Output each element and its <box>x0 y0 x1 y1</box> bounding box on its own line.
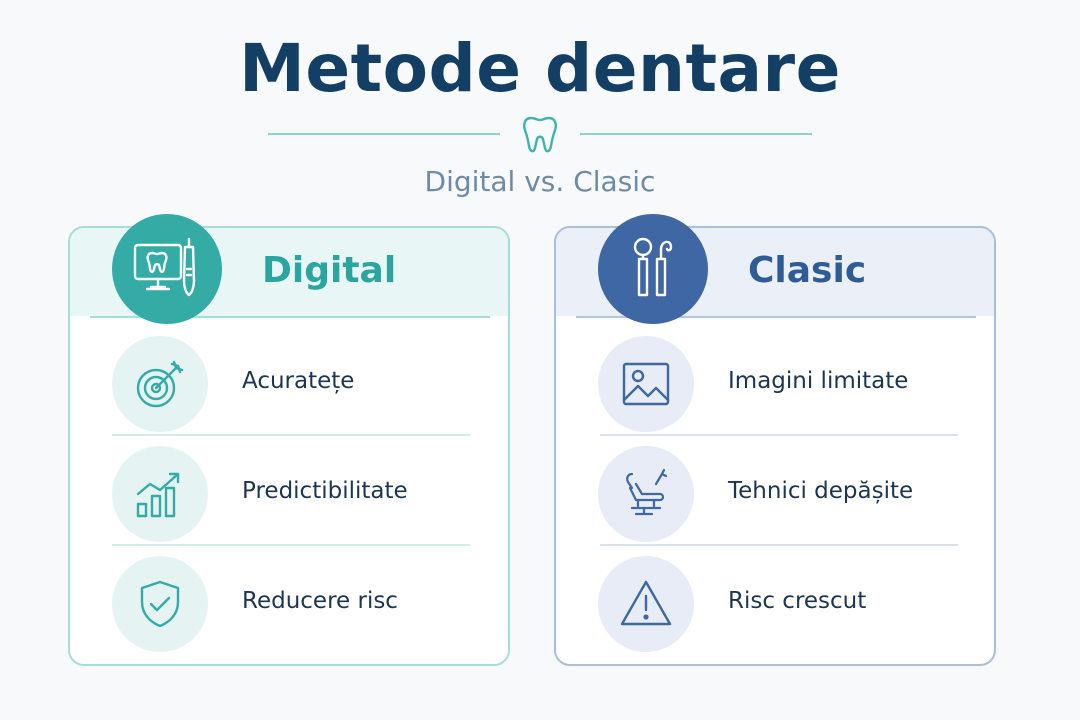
clasic-item-rule <box>600 434 958 436</box>
divider-right <box>580 133 812 135</box>
target-arrow-icon <box>112 336 208 432</box>
clasic-item-limited-images: Imagini limitate <box>598 336 958 432</box>
digital-item-predictability: Predictibilitate <box>112 446 472 542</box>
image-icon <box>598 336 694 432</box>
digital-item-label: Acuratețe <box>242 368 355 394</box>
clasic-item-rule <box>600 544 958 546</box>
dental-tools-icon <box>598 214 708 324</box>
clasic-card: Clasic Imagini limitate Tehnici depășite <box>554 214 996 666</box>
monitor-tooth-scanner-icon <box>112 214 222 324</box>
clasic-item-label: Tehnici depășite <box>728 478 914 504</box>
clasic-item-label: Risc crescut <box>728 588 867 614</box>
digital-item-risk-reduction: Reducere risc <box>112 556 472 652</box>
digital-item-label: Reducere risc <box>242 588 398 614</box>
digital-item-rule <box>112 544 470 546</box>
page-subtitle: Digital vs. Clasic <box>424 165 656 198</box>
tooth-icon <box>521 115 559 155</box>
clasic-item-increased-risk: Risc crescut <box>598 556 958 652</box>
clasic-item-outdated-techniques: Tehnici depășite <box>598 446 958 542</box>
page-title: Metode dentare <box>239 30 841 107</box>
digital-item-accuracy: Acuratețe <box>112 336 472 432</box>
shield-check-icon <box>112 556 208 652</box>
dental-chair-icon <box>598 446 694 542</box>
digital-header-rule <box>90 316 490 318</box>
clasic-item-label: Imagini limitate <box>728 368 909 394</box>
divider-left <box>268 133 500 135</box>
clasic-card-title: Clasic <box>748 250 867 291</box>
digital-card-title: Digital <box>262 250 397 291</box>
clasic-header-rule <box>576 316 976 318</box>
growth-chart-icon <box>112 446 208 542</box>
digital-item-rule <box>112 434 470 436</box>
digital-item-label: Predictibilitate <box>242 478 408 504</box>
digital-card: Digital Acuratețe Predictibilitate <box>68 214 510 666</box>
warning-icon <box>598 556 694 652</box>
